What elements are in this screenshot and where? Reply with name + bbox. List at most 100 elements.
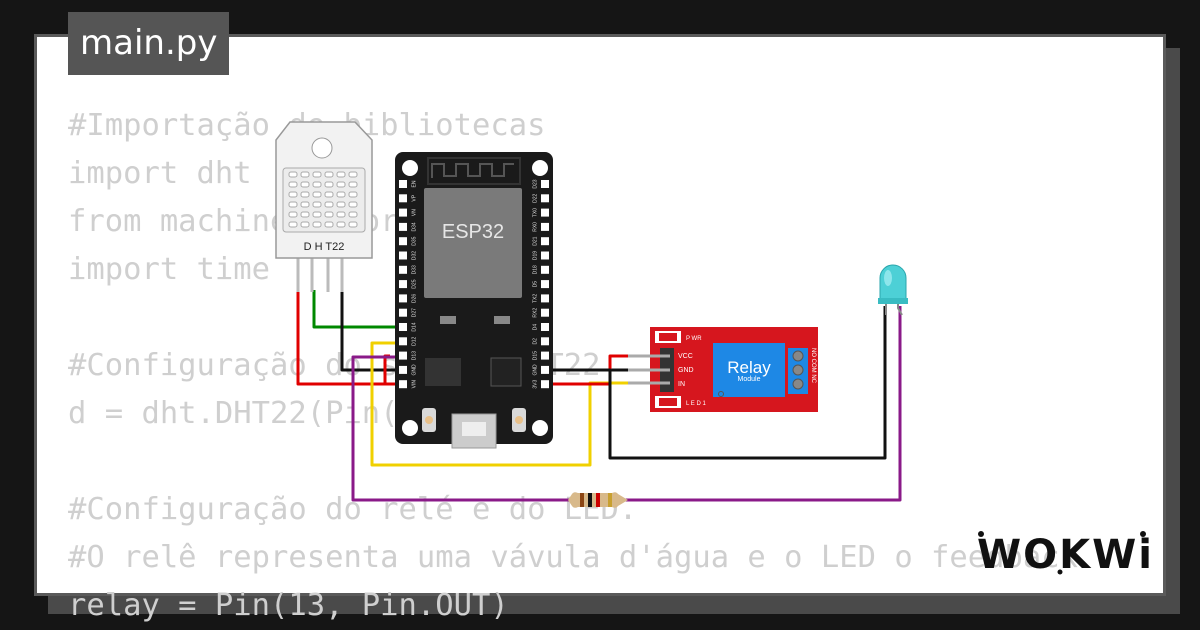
dht22-vent (288, 171, 298, 178)
esp32-pin-label: D2 (532, 338, 538, 345)
esp32-pin-label: D15 (532, 351, 538, 360)
esp32-pin-left[interactable] (399, 280, 407, 289)
dht22-vent (348, 221, 358, 228)
esp32-pin-label: D32 (411, 251, 417, 260)
dht22-vent (324, 201, 334, 208)
code-line: import time (68, 252, 270, 287)
esp32-pin-label: D19 (532, 251, 538, 260)
dht22-vent (336, 211, 346, 218)
dht22-vent (288, 211, 298, 218)
esp32-pin-right[interactable] (541, 323, 549, 331)
file-tab[interactable]: main.py (68, 12, 230, 75)
dht22-vent (348, 211, 358, 218)
esp32-pin-left[interactable] (399, 294, 407, 303)
dht22-vent (324, 221, 334, 228)
esp32-pin-left[interactable] (399, 194, 407, 203)
dht22-sensor[interactable]: D H T22 (275, 121, 373, 292)
esp32-pin-right[interactable] (541, 222, 549, 231)
esp32-pin-left[interactable] (399, 308, 407, 317)
dht22-vent (336, 191, 346, 198)
relay-pin-in: IN (678, 381, 685, 388)
esp32-pin-label: RX0 (532, 222, 538, 232)
dht22-vent (300, 181, 310, 188)
relay-terminal-labels: NO COM NC (810, 348, 816, 384)
dht22-vent (324, 181, 334, 188)
esp32-pin-right[interactable] (541, 208, 549, 217)
dht22-vent (300, 221, 310, 228)
esp32-pin-right[interactable] (541, 365, 549, 374)
esp32-pin-right[interactable] (541, 308, 549, 317)
esp32-pin-label: D13 (411, 351, 417, 360)
esp32-pin-label: D25 (411, 279, 417, 288)
esp32-pin-left[interactable] (399, 265, 407, 274)
esp32-pin-label: TX2 (532, 294, 538, 303)
wire-dht-data (312, 290, 402, 329)
relay-module[interactable]: P WR L E D 1 VCC GND IN Relay Module NO … (628, 327, 818, 412)
esp32-pin-right[interactable] (541, 294, 549, 303)
esp32-pin-left[interactable] (399, 365, 407, 374)
dht22-vent (312, 171, 322, 178)
wire-led-signal (351, 306, 902, 502)
esp32-pin-label: D12 (411, 337, 417, 346)
dht22-vent (348, 181, 358, 188)
esp32-pin-label: D22 (532, 194, 538, 203)
dht22-vent (336, 181, 346, 188)
esp32-pin-right[interactable] (541, 280, 549, 289)
code-line: relay = Pin(13, Pin.OUT) (68, 588, 509, 623)
dht22-vent (324, 211, 334, 218)
esp32-pin-left[interactable] (399, 337, 407, 346)
esp32-pin-left[interactable] (399, 237, 407, 246)
dht22-vent (288, 191, 298, 198)
resistor[interactable] (568, 492, 628, 508)
esp32-pin-right[interactable] (541, 180, 549, 188)
dht22-vent (300, 191, 310, 198)
dht22-vent (312, 221, 322, 228)
esp32-pin-right[interactable] (541, 265, 549, 274)
esp32-pin-right[interactable] (541, 380, 549, 389)
esp32-pin-right[interactable] (541, 237, 549, 246)
esp32-pin-label: D21 (532, 236, 538, 245)
esp32-pin-left[interactable] (399, 251, 407, 260)
esp32-pin-left[interactable] (399, 323, 407, 331)
esp32-pin-left[interactable] (399, 380, 407, 389)
dht22-vent (312, 211, 322, 218)
esp32-pin-label: D14 (411, 322, 417, 331)
dht22-vent (312, 181, 322, 188)
wire-dht-gnd (340, 290, 402, 372)
code-line: import dht (68, 156, 252, 191)
relay-pin-gnd: GND (678, 367, 694, 374)
dht22-vent (348, 201, 358, 208)
dht22-vent (288, 221, 298, 228)
dht22-vent (288, 201, 298, 208)
esp32-pin-left[interactable] (399, 351, 407, 360)
relay-subtitle: Module (738, 376, 761, 383)
esp32-pin-label: 3V3 (532, 380, 538, 389)
esp32-board[interactable]: ESP32 ENVPVND34D35D32D33D25D26D27D14D12D… (395, 152, 553, 449)
esp32-pin-label: VP (411, 194, 417, 201)
wire-led-gnd (545, 306, 887, 460)
dht22-vent (300, 211, 310, 218)
esp32-pin-right[interactable] (541, 251, 549, 260)
esp32-pin-label: D4 (532, 324, 538, 331)
code-line: #O relê representa uma vávula d'água e o… (68, 540, 1078, 575)
dht22-vent (300, 171, 310, 178)
esp32-pin-right[interactable] (541, 351, 549, 360)
dht22-vent (324, 191, 334, 198)
esp32-pin-label: D18 (532, 265, 538, 274)
esp32-pin-left[interactable] (399, 222, 407, 231)
dht22-vent (336, 221, 346, 228)
relay-title: Relay (727, 358, 771, 377)
esp32-pin-label: D26 (411, 294, 417, 303)
led[interactable] (878, 264, 908, 316)
esp32-pin-left[interactable] (399, 180, 407, 188)
relay-pwr-label: P WR (686, 336, 702, 342)
relay-pin-vcc: VCC (678, 353, 693, 360)
esp32-pin-right[interactable] (541, 194, 549, 203)
esp32-pin-right[interactable] (541, 337, 549, 346)
esp32-pin-label: VIN (411, 380, 417, 389)
esp32-pin-left[interactable] (399, 208, 407, 217)
esp32-pin-label: D5 (532, 281, 538, 288)
dht22-vent (324, 171, 334, 178)
dht22-label: D H T22 (304, 241, 345, 253)
esp32-pin-label: GND (411, 364, 417, 376)
